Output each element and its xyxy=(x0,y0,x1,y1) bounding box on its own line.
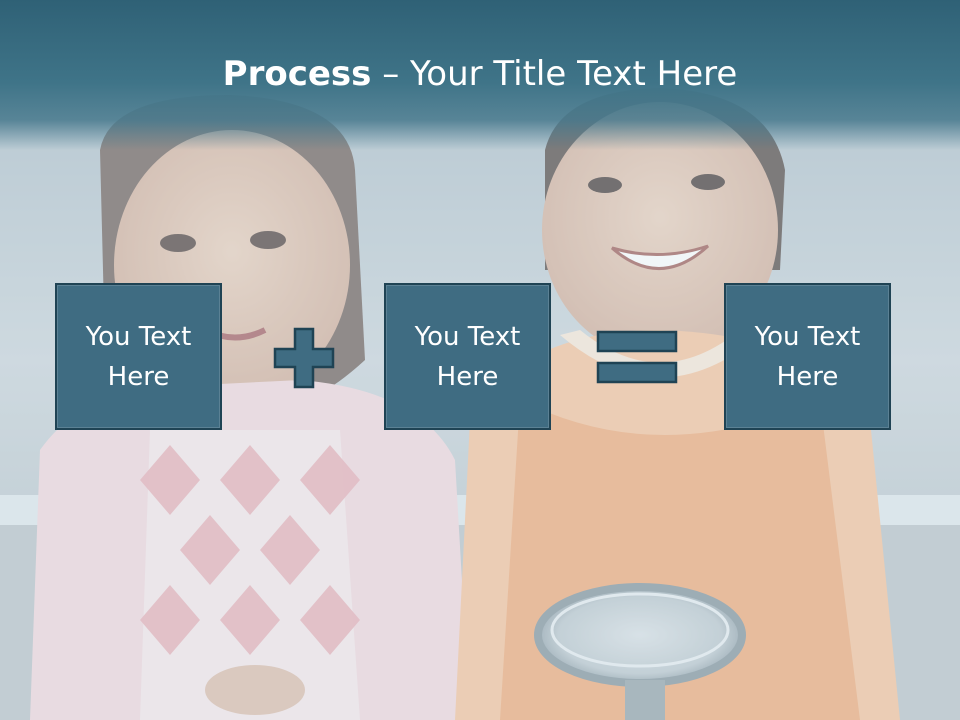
process-box-1[interactable]: You Text Here xyxy=(55,283,222,430)
title-band xyxy=(0,0,960,150)
process-box-3-text: You Text Here xyxy=(754,321,861,392)
plus-icon xyxy=(273,327,335,389)
title-dash: – xyxy=(371,54,411,94)
title-bold-part: Process xyxy=(222,54,372,94)
process-box-1-text: You Text Here xyxy=(85,321,192,392)
slide-title: Process – Your Title Text Here xyxy=(0,52,960,96)
title-rest: Your Title Text Here xyxy=(410,54,738,94)
equals-icon xyxy=(596,330,678,384)
process-box-2-text: You Text Here xyxy=(414,321,521,392)
process-box-2[interactable]: You Text Here xyxy=(384,283,551,430)
process-box-3[interactable]: You Text Here xyxy=(724,283,891,430)
